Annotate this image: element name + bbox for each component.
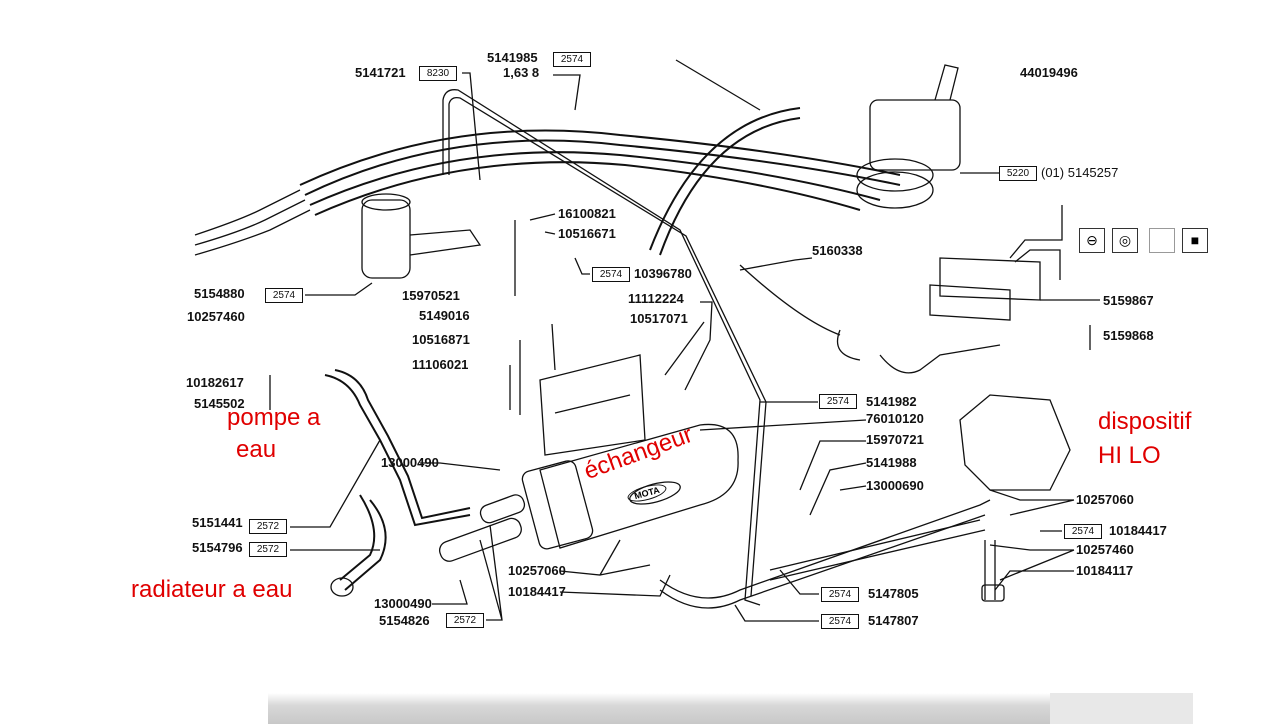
part-number: 5147805 [868, 586, 919, 601]
part-number: 5141985 [487, 50, 538, 65]
part-number: 10182617 [186, 375, 244, 390]
part-number: 5141988 [866, 455, 917, 470]
part-number: 5159867 [1103, 293, 1154, 308]
part-number: 5154796 [192, 540, 243, 555]
part-number: 5154826 [379, 613, 430, 628]
part-number: 15970521 [402, 288, 460, 303]
part-number: 76010120 [866, 411, 924, 426]
part-number: 10184417 [508, 584, 566, 599]
ref-box: 2574 [1064, 524, 1102, 539]
temperature-icon: ◎ [1112, 228, 1138, 253]
ref-box: 2574 [821, 614, 859, 629]
part-number: 10516671 [558, 226, 616, 241]
ref-box: 2572 [446, 613, 484, 628]
page-edge-shadow [268, 693, 1193, 724]
annotation-hi-lo: HI LO [1098, 442, 1161, 469]
part-number: 11106021 [412, 357, 469, 372]
part-number: 5147807 [868, 613, 919, 628]
part-number: 1,63 8 [503, 65, 540, 80]
part-number: 5154880 [194, 286, 245, 301]
annotation-dispositif: dispositif [1098, 408, 1192, 435]
part-number: 11112224 [628, 291, 684, 306]
part-number: 10257460 [1076, 542, 1134, 557]
part-number: 10517071 [630, 311, 688, 326]
part-number: 10184417 [1109, 523, 1167, 538]
part-number: 10257060 [508, 563, 566, 578]
part-number: 13000490 [381, 455, 439, 470]
ref-box: 2572 [249, 542, 287, 557]
ref-box: 2572 [249, 519, 287, 534]
part-number: 13000690 [866, 478, 924, 493]
ref-box: 2574 [819, 394, 857, 409]
annotation-pompe: pompe a [227, 404, 321, 431]
annotation-pompe-eau: eau [236, 436, 277, 463]
gauge-icon: ⊖ [1079, 228, 1105, 253]
page-edge-shadow [1050, 693, 1193, 724]
ref-box: 2574 [821, 587, 859, 602]
ref-box: 5220 [999, 166, 1037, 181]
part-number: (01) 5145257 [1041, 165, 1119, 180]
camera-icon: ■ [1182, 228, 1208, 253]
part-number: 10516871 [412, 332, 470, 347]
part-number: 5159868 [1103, 328, 1154, 343]
ref-box: 2574 [265, 288, 303, 303]
part-number: 10396780 [634, 266, 692, 281]
part-number: 5149016 [419, 308, 470, 323]
annotation-radiateur: radiateur a eau [131, 576, 293, 603]
part-number: 16100821 [558, 206, 616, 221]
ref-box: 2574 [553, 52, 591, 67]
ref-box: 2574 [592, 267, 630, 282]
part-number: 5145502 [194, 396, 245, 411]
part-number: 15970721 [866, 432, 924, 447]
part-number: 10257460 [187, 309, 245, 324]
blank-icon [1149, 228, 1175, 253]
part-number: 5141721 [355, 65, 406, 80]
part-number: 5151441 [192, 515, 243, 530]
ref-box: 8230 [419, 66, 457, 81]
part-number: 44019496 [1020, 65, 1078, 80]
part-number: 10184117 [1076, 563, 1134, 578]
part-number: 5141982 [866, 394, 917, 409]
part-number: 13000490 [374, 596, 432, 611]
part-number: 5160338 [812, 243, 863, 258]
part-number: 10257060 [1076, 492, 1134, 507]
